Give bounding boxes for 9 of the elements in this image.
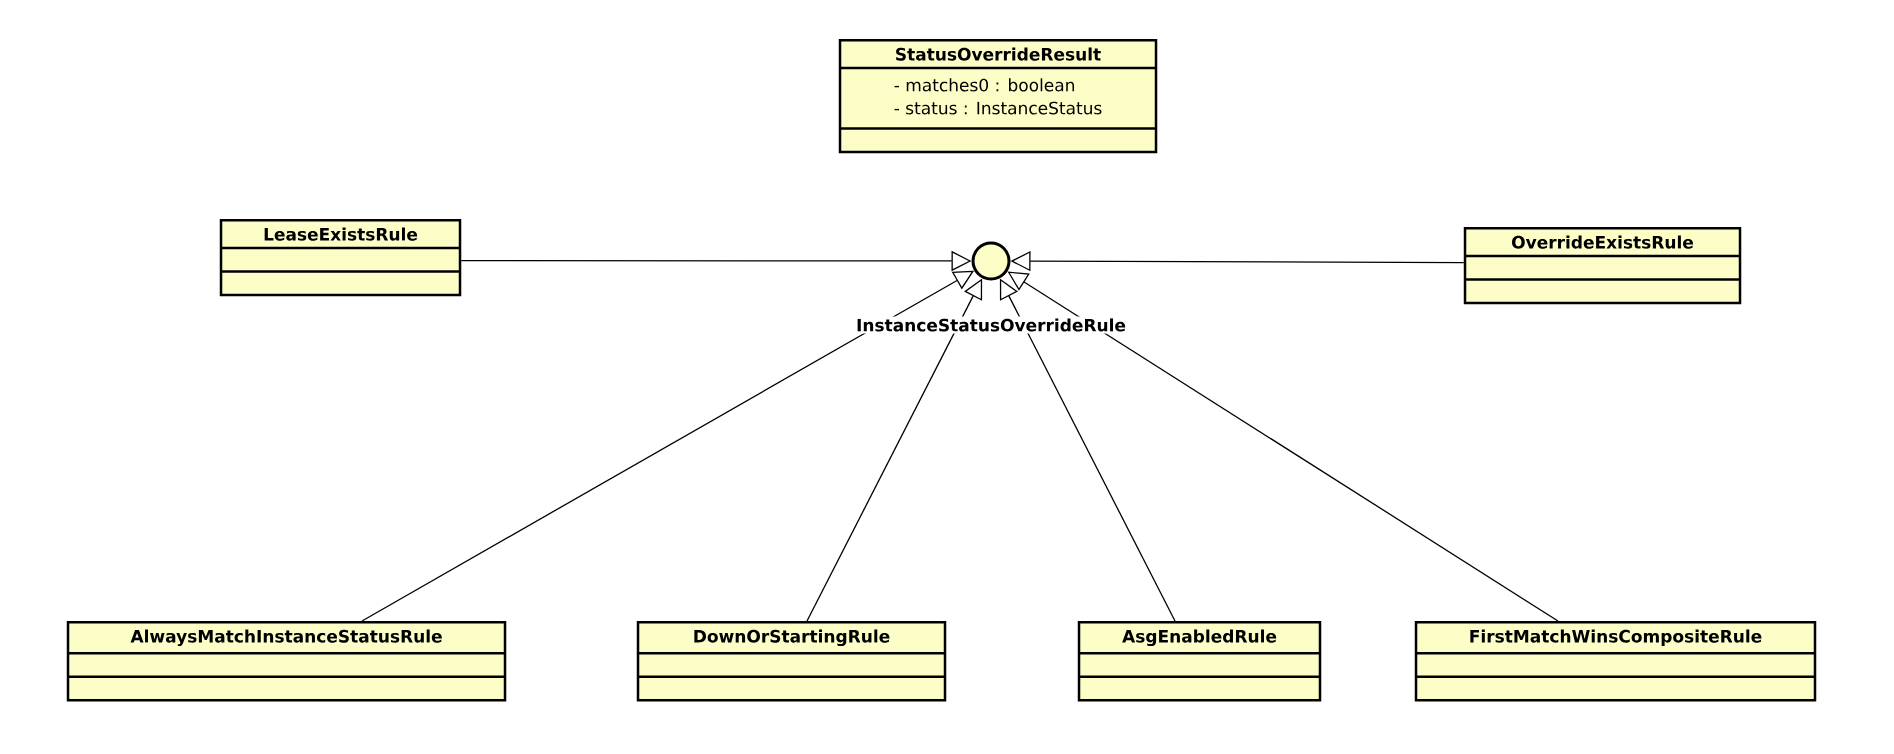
interface-circle <box>971 241 1011 281</box>
class-box: AlwaysMatchInstanceStatusRule <box>66 621 507 702</box>
class-box: LeaseExistsRule <box>219 219 462 297</box>
class-box: OverrideExistsRule <box>1463 227 1742 305</box>
class-box: FirstMatchWinsCompositeRule <box>1414 621 1817 702</box>
interface-name: InstanceStatusOverrideRule <box>854 316 1128 334</box>
class-box: AsgEnabledRule <box>1077 621 1322 702</box>
class-box: DownOrStartingRule <box>636 621 947 702</box>
class-box: StatusOverrideResult - matches0 : boolean - status : InstanceStatus <box>838 39 1158 154</box>
